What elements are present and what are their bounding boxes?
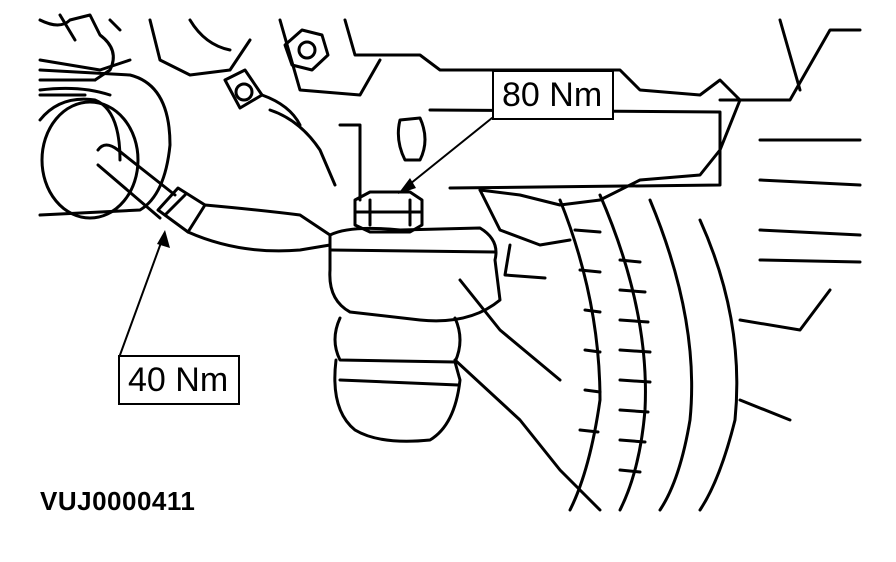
- tie-rod-end: [328, 226, 502, 443]
- callout-40-leader: [119, 230, 170, 356]
- brake-disc: [558, 18, 862, 512]
- figure-reference-id: VUJ0000411: [40, 486, 196, 516]
- tie-rod: [96, 143, 332, 253]
- torque-callout-40nm: 40 Nm: [118, 355, 241, 405]
- torque-callout-80nm: 80 Nm: [492, 70, 615, 120]
- hex-bolt: [283, 28, 330, 72]
- steering-rack: [38, 68, 172, 220]
- callout-80-leader: [398, 117, 493, 194]
- hose-clip: [223, 68, 337, 187]
- castle-nut: [353, 190, 424, 234]
